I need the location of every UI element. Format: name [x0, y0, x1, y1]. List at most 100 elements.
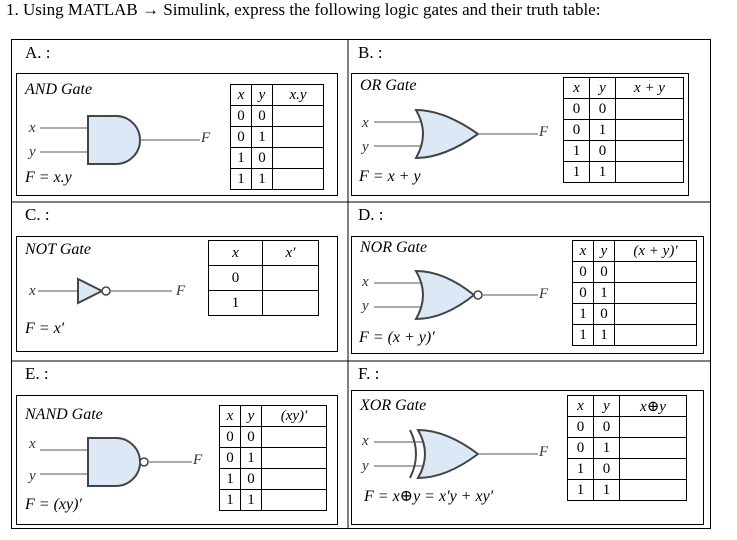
nand-header-y: y — [240, 405, 262, 427]
table-row: 1 — [208, 290, 319, 316]
table-cell — [261, 447, 327, 469]
table-cell — [272, 105, 324, 127]
section-e-label: E. : — [25, 364, 49, 383]
not-gate-symbol — [38, 277, 172, 305]
nor-input-x: x — [362, 274, 369, 290]
table-cell: 1 — [589, 119, 616, 141]
xor-output-f: F — [539, 444, 549, 460]
nor-input-y: y — [362, 298, 369, 314]
xor-header-out: x⊕y — [619, 395, 687, 417]
table-cell: 0 — [567, 416, 594, 438]
not-gate-title: NOT Gate — [25, 241, 91, 258]
table-cell: 0 — [219, 447, 241, 469]
table-cell: 1 — [593, 437, 620, 459]
table-cell: 0 — [251, 147, 273, 169]
table-cell — [261, 468, 327, 490]
table-cell: 0 — [563, 98, 590, 120]
nor-header-out: (x + y)′ — [614, 240, 697, 262]
and-gate-title: AND Gate — [25, 81, 93, 98]
table-cell: 0 — [589, 140, 616, 162]
or-gate-panel — [351, 73, 689, 196]
table-cell — [262, 265, 319, 291]
or-gate-title: OR Gate — [360, 77, 417, 94]
or-header-x: x — [563, 77, 590, 99]
table-cell: 0 — [230, 105, 252, 127]
section-b-label: B. : — [358, 43, 383, 62]
nand-gate-title: NAND Gate — [25, 406, 103, 423]
and-header-y: y — [251, 84, 273, 106]
table-cell: 1 — [567, 479, 594, 501]
nor-header-y: y — [593, 240, 615, 262]
nand-equation: F = (xy)′ — [25, 496, 82, 513]
table-cell — [619, 416, 687, 438]
not-input-x: x — [29, 283, 36, 299]
not-equation: F = x′ — [25, 320, 65, 337]
or-output-f: F — [539, 124, 549, 140]
table-cell: 0 — [563, 119, 590, 141]
nor-output-f: F — [539, 286, 549, 302]
table-cell: 1 — [219, 468, 241, 490]
table-cell — [619, 479, 687, 501]
or-input-y: y — [362, 139, 369, 155]
table-cell: 0 — [567, 437, 594, 459]
table-cell: 1 — [593, 479, 620, 501]
table-cell: 1 — [572, 303, 594, 325]
table-cell — [615, 98, 684, 120]
nor-header-x: x — [572, 240, 594, 262]
table-cell — [614, 282, 697, 304]
xor-gate-panel — [351, 390, 704, 525]
table-cell: 0 — [230, 126, 252, 148]
section-f-label: F. : — [358, 364, 380, 383]
table-row: 0 — [208, 265, 319, 291]
table-cell — [272, 126, 324, 148]
and-header-out: x.y — [272, 84, 324, 106]
table-cell — [615, 140, 684, 162]
table-cell: 1 — [230, 147, 252, 169]
table-cell: 0 — [593, 303, 615, 325]
table-cell — [619, 437, 687, 459]
nand-input-x: x — [29, 436, 36, 452]
xor-input-y: y — [362, 458, 369, 474]
table-cell — [261, 426, 327, 448]
table-cell: 0 — [240, 468, 262, 490]
grid-lines — [11, 39, 711, 529]
not-output-f: F — [176, 283, 186, 299]
nand-header-x: x — [219, 405, 241, 427]
nand-output-f: F — [193, 452, 203, 468]
table-cell — [614, 303, 697, 325]
table-cell: 1 — [563, 140, 590, 162]
section-c-label: C. : — [25, 205, 50, 224]
nor-equation: F = (x + y)′ — [359, 329, 435, 346]
table-cell: 1 — [251, 126, 273, 148]
table-cell: 1 — [240, 489, 262, 511]
section-d-label: D. : — [358, 205, 384, 224]
and-equation: F = x.y — [25, 169, 72, 186]
and-input-y: y — [29, 144, 36, 160]
xor-gate-title: XOR Gate — [360, 397, 427, 414]
and-gate-panel — [16, 73, 338, 196]
xor-input-x: x — [362, 433, 369, 449]
table-cell: 1 — [593, 324, 615, 346]
table-cell: 1 — [589, 161, 616, 183]
table-cell: 0 — [251, 105, 273, 127]
table-cell: 0 — [208, 265, 263, 291]
table-cell — [262, 290, 319, 316]
not-header-x: x — [208, 240, 263, 266]
and-gate-symbol — [40, 115, 200, 165]
table-cell: 0 — [589, 98, 616, 120]
